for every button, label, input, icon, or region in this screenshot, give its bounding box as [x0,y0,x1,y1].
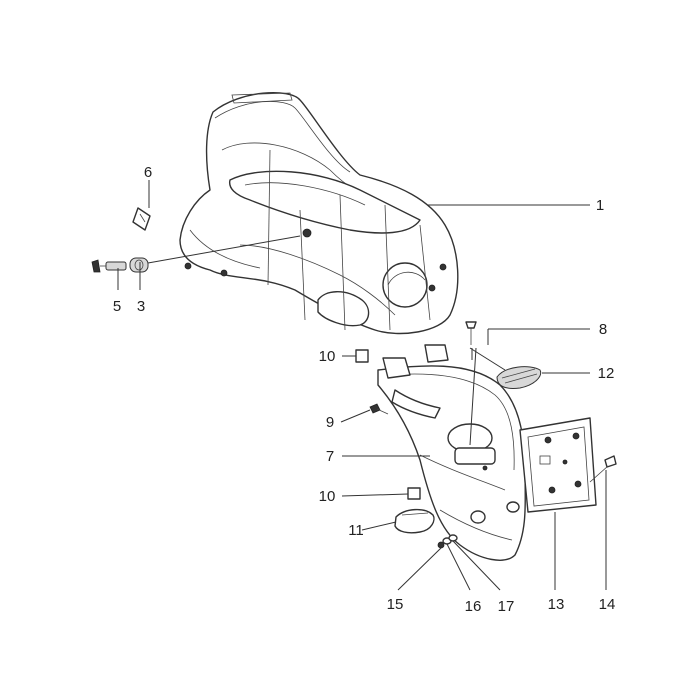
screw-part-9 [369,403,389,415]
grommet-part-3 [129,257,149,273]
side-reflector-part-12 [496,366,542,389]
rear-body-cowl [179,92,459,335]
callout-17: 17 [498,598,515,615]
callout-9: 9 [326,414,334,431]
screw-part-5 [91,259,127,273]
callout-5: 5 [113,298,121,315]
callout-13: 13 [548,596,565,613]
callout-16: 16 [465,598,482,615]
callout-1: 1 [596,197,604,214]
washer-part-17 [448,534,458,542]
leader-lines [117,180,607,591]
speed-nut-part-10-bottom [407,487,421,500]
callout-labels: 1 3 5 6 7 8 9 10 10 11 12 13 14 15 16 17 [113,164,616,615]
callout-8: 8 [599,321,607,338]
callout-10-top: 10 [319,348,336,365]
bolt-part-14 [589,455,617,483]
callout-6: 6 [144,164,152,181]
rear-reflector-part-11 [394,508,435,534]
license-plate-holder-part-13 [519,417,597,513]
callout-11: 11 [348,522,364,539]
callout-12: 12 [598,365,615,382]
callout-7: 7 [326,448,334,465]
callout-10-bottom: 10 [319,488,336,505]
callout-3: 3 [137,298,145,315]
screw-part-8 [465,321,477,345]
clip-part-6 [132,207,151,231]
callout-15: 15 [387,596,404,613]
rear-mudguard [377,344,526,561]
callout-14: 14 [599,596,616,613]
speed-nut-part-10-top [355,349,369,363]
